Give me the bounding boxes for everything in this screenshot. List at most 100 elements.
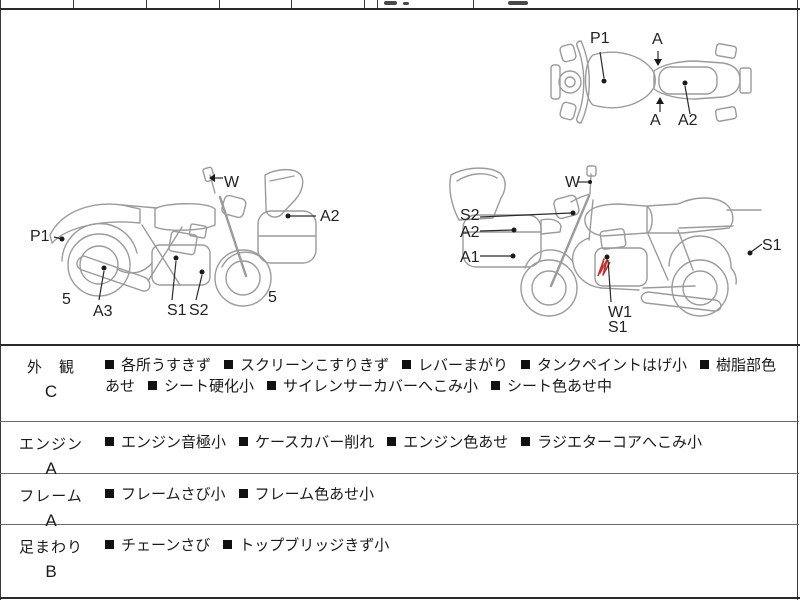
bullet-square-icon	[267, 381, 277, 390]
bullet-square-icon	[520, 360, 530, 369]
bullet-square-icon	[401, 360, 411, 369]
defect-list: フレームさび小 フレーム色あせ小	[105, 484, 790, 505]
defect-item: 各所うすきず	[105, 357, 211, 374]
defect-text: レバーまがり	[417, 357, 508, 374]
callout-label-a1: A1	[460, 249, 480, 266]
callout-label-w: W	[224, 174, 240, 191]
column-divider	[73, 0, 74, 8]
row-divider	[0, 473, 799, 474]
defect-item: チェーンさび	[105, 537, 210, 554]
callout-label-p1: P1	[590, 30, 610, 47]
grade-label: A	[45, 459, 57, 478]
bullet-square-icon	[700, 360, 709, 369]
defect-item: 樹脂部色あせ	[105, 357, 776, 395]
defect-item: フレームさび小	[105, 486, 226, 503]
defect-item: トップブリッジきず小	[223, 537, 389, 554]
defect-item: フレーム色あせ小	[238, 486, 375, 503]
bottom-border	[0, 597, 800, 599]
wheel-grade-label: 5	[268, 289, 277, 306]
defect-item: エンジン色あせ	[387, 434, 508, 451]
defect-text: シート硬化小	[164, 378, 255, 395]
bullet-square-icon	[223, 540, 233, 549]
category-label: 外 観	[26, 359, 75, 376]
defect-text: シート色あせ中	[507, 378, 613, 395]
callout-label-s1-engine: S1	[608, 319, 628, 336]
row-divider	[0, 421, 799, 422]
defect-item: シート色あせ中	[491, 378, 612, 395]
condition-row-undercarriage: 足まわり B チェーンさび トップブリッジきず小	[1, 526, 798, 597]
bullet-square-icon	[387, 437, 397, 446]
defect-item: タンクペイントはげ小	[520, 357, 687, 374]
callout-label-a2: A2	[460, 224, 480, 241]
callout-label-w1: W1	[608, 304, 632, 321]
grade-label: B	[45, 562, 57, 581]
grade-label: C	[44, 382, 58, 401]
bullet-square-icon	[239, 437, 249, 446]
condition-row-frame: フレーム A フレームさび小 フレーム色あせ小	[1, 475, 798, 530]
defect-text: エンジン音極小	[121, 434, 227, 451]
defect-item: エンジン音極小	[105, 434, 226, 451]
column-divider	[377, 0, 378, 8]
clipped-text-fragment	[403, 2, 409, 5]
callout-label-s1: S1	[762, 237, 782, 254]
bullet-square-icon	[521, 437, 531, 446]
defect-item: スクリーンこすりきず	[224, 357, 389, 374]
defect-text: 樹脂部色あせ	[105, 357, 777, 395]
callout-label-a2: A2	[320, 208, 340, 225]
red-defect-scribble	[597, 258, 611, 277]
column-divider	[291, 0, 292, 8]
category-label: フレーム	[19, 488, 83, 505]
motorcycle-side-view-left-facing	[449, 165, 763, 317]
category-cell: フレーム A	[1, 475, 101, 531]
callout-label-s1: S1	[167, 302, 187, 319]
defect-text: タンクペイントはげ小	[536, 357, 687, 374]
bullet-square-icon	[491, 381, 501, 390]
wheel-grade-label: 5	[62, 291, 71, 308]
defect-list: エンジン音極小 ケースカバー削れ エンジン色あせ ラジエターコアへこみ小	[105, 432, 790, 453]
defect-item: ケースカバー削れ	[239, 434, 374, 451]
defect-text: トップブリッジきず小	[239, 537, 390, 554]
condition-row-engine: エンジン A エンジン音極小ケースカバー削れエンジン色あせラジエターコアへこみ小	[1, 423, 798, 478]
defect-text: ケースカバー削れ	[255, 434, 375, 451]
callout-label-p1: P1	[30, 228, 50, 245]
defect-text: スクリーンこすりきず	[240, 357, 389, 374]
category-cell: 足まわり B	[1, 526, 101, 582]
defect-text: ラジエターコアへこみ小	[537, 434, 702, 451]
bullet-square-icon	[105, 437, 114, 446]
bullet-square-icon	[105, 540, 114, 549]
defect-item: レバーまがり	[401, 357, 508, 374]
column-divider	[364, 0, 365, 8]
bullet-square-icon	[105, 360, 114, 369]
column-divider	[219, 0, 220, 8]
defect-item: シート硬化小	[148, 378, 254, 395]
column-divider	[146, 0, 147, 8]
callout-label-s2: S2	[460, 207, 480, 224]
motorcycle-side-view-right-facing	[49, 166, 317, 307]
defect-text: 各所うすきず	[121, 357, 212, 374]
defect-text: フレームさび小	[121, 486, 226, 503]
bullet-square-icon	[224, 360, 234, 369]
callout-label-w: W	[565, 174, 581, 191]
bullet-square-icon	[148, 381, 158, 390]
defect-item: サイレンサーカバーへこみ小	[267, 378, 478, 395]
bullet-square-icon	[105, 489, 114, 498]
bullet-square-icon	[238, 489, 248, 498]
category-cell: 外 観 C	[1, 346, 101, 402]
defect-list: チェーンさび トップブリッジきず小	[105, 535, 790, 556]
table-top-border	[0, 344, 800, 346]
motorcycle-top-view-diagram	[550, 40, 752, 124]
column-divider	[473, 0, 474, 8]
left-border	[0, 0, 1, 600]
callout-label-a-top: A	[652, 31, 663, 48]
defect-text: チェーンさび	[121, 537, 211, 554]
category-label: 足まわり	[18, 539, 83, 556]
callout-label-a-bottom: A	[650, 112, 661, 129]
row-divider	[0, 524, 799, 525]
header-row-bottom-line	[0, 8, 800, 10]
defect-text: フレーム色あせ小	[254, 486, 375, 503]
defect-text: エンジン色あせ	[403, 434, 509, 451]
defect-list: 各所うすきず スクリーンこすりきず レバーまがり タンクペイントはげ小樹脂部色あせシー…	[105, 355, 790, 397]
callout-label-a3: A3	[93, 303, 113, 320]
right-border	[797, 0, 798, 600]
